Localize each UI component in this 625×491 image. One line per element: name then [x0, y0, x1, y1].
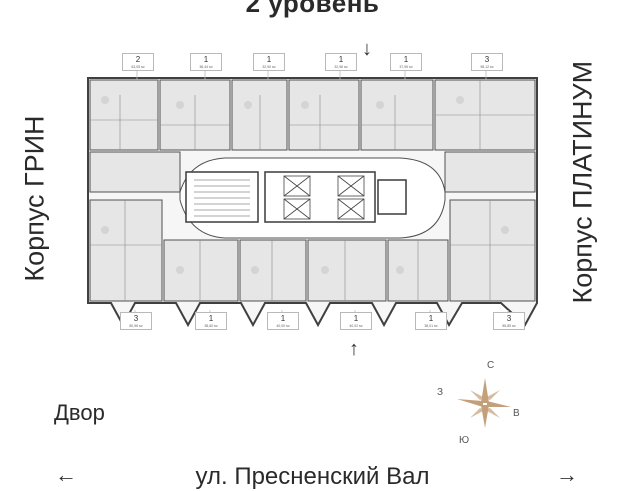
room-count: 1	[338, 55, 344, 64]
room-count: 1	[428, 314, 434, 323]
interior-partitions	[90, 80, 535, 301]
room-count: 3	[133, 314, 139, 323]
entrance-arrow-bottom: ↑	[349, 338, 359, 360]
apartment-area: 98,12 м²	[480, 65, 494, 69]
apartment-area: 80,96 м²	[129, 324, 143, 328]
bottom-apartment-units	[89, 199, 536, 302]
apartment-area: 40,00 м²	[276, 324, 290, 328]
street-arrow-right-icon: →	[556, 462, 578, 487]
room-count: 1	[266, 55, 272, 64]
top-apartment-tag-5[interactable]: 1 37,95 м²	[390, 53, 422, 71]
compass-west-label: З	[437, 387, 444, 398]
room-count: 2	[135, 55, 141, 64]
room-count: 1	[208, 314, 214, 323]
top-apartment-tag-6[interactable]: 3 98,12 м²	[471, 53, 503, 71]
room-count: 1	[280, 314, 286, 323]
compass-north-label: С	[487, 360, 495, 371]
entrance-arrow-top: ↓	[362, 38, 372, 60]
floor-plan	[87, 69, 538, 428]
apartment-area: 37,95 м²	[399, 65, 413, 69]
bottom-apartment-tag-4[interactable]: 1 40,02 м²	[340, 312, 372, 330]
yard-label: Двор	[54, 400, 105, 425]
top-apartment-tag-4[interactable]: 1 32,96 м²	[325, 53, 357, 71]
apartment-area: 85,85 м²	[502, 324, 516, 328]
top-apartment-units	[89, 79, 536, 151]
room-count: 3	[506, 314, 512, 323]
apartment-area: 38,44 м²	[199, 65, 213, 69]
building-core	[185, 171, 407, 223]
bottom-apartment-tag-2[interactable]: 1 38,60 м²	[195, 312, 227, 330]
bottom-apartment-tag-1[interactable]: 3 80,96 м²	[120, 312, 152, 330]
apartment-area: 32,96 м²	[334, 65, 348, 69]
floor-level-title: 2 уровень	[245, 0, 380, 18]
elevator-shafts	[283, 175, 365, 220]
bottom-apartment-tag-6[interactable]: 3 85,85 м²	[493, 312, 525, 330]
stairs	[194, 179, 250, 217]
room-count: 3	[484, 55, 490, 64]
top-apartment-tag-2[interactable]: 1 38,44 м²	[190, 53, 222, 71]
furniture-hints	[101, 96, 509, 274]
apartment-area: 38,01 м²	[424, 324, 438, 328]
apartment-area: 32,90 м²	[262, 65, 276, 69]
apartment-area: 63,05 м²	[131, 65, 145, 69]
room-count: 1	[353, 314, 359, 323]
compass-south-label: Ю	[459, 435, 470, 446]
room-count: 1	[203, 55, 209, 64]
compass-east-label: В	[513, 408, 520, 419]
end-apartment-units	[89, 151, 536, 193]
bottom-apartment-tag-3[interactable]: 1 40,00 м²	[267, 312, 299, 330]
street-label: ул. Пресненский Вал	[195, 463, 430, 490]
apartment-area: 40,02 м²	[349, 324, 363, 328]
bottom-apartment-tag-5[interactable]: 1 38,01 м²	[415, 312, 447, 330]
apartment-area: 38,60 м²	[204, 324, 218, 328]
compass-rose	[457, 378, 511, 428]
room-count: 1	[403, 55, 409, 64]
top-apartment-tag-3[interactable]: 1 32,90 м²	[253, 53, 285, 71]
top-apartment-tag-1[interactable]: 2 63,05 м²	[122, 53, 154, 71]
